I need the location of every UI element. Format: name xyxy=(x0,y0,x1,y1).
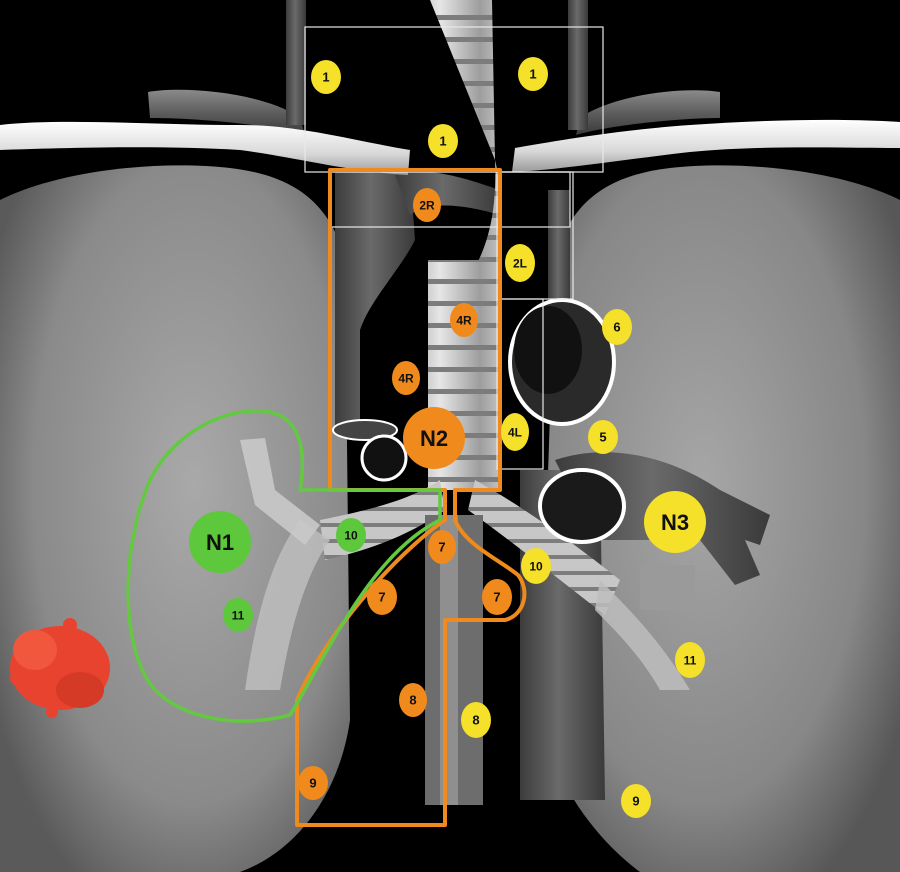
station-text: 1 xyxy=(439,134,446,149)
station-yellow-5: 5 xyxy=(588,420,618,454)
aortic-arch-inner xyxy=(514,306,582,394)
station-text: 2L xyxy=(513,256,527,270)
station-text: 1 xyxy=(529,67,536,82)
left-subclavian-vein xyxy=(576,90,720,135)
station-text: N3 xyxy=(661,510,689,535)
station-text: 4R xyxy=(456,313,472,327)
right-upper-bronchus xyxy=(240,438,320,545)
station-text: 11 xyxy=(232,608,245,622)
station-orange-8: 8 xyxy=(399,683,427,717)
station-green-n1: N1 xyxy=(189,511,251,573)
station-orange-7-right: 7 xyxy=(482,579,512,615)
station-marker xyxy=(413,188,441,222)
right-subclavian-vein xyxy=(148,89,305,135)
station-marker xyxy=(461,702,491,738)
station-text: 7 xyxy=(493,590,500,605)
station-marker xyxy=(644,491,706,553)
station-text: 5 xyxy=(599,430,606,445)
station-yellow-9: 9 xyxy=(621,784,651,818)
station-orange-2r: 2R xyxy=(413,188,441,222)
superior-vena-cava xyxy=(335,170,415,430)
station-yellow-6: 6 xyxy=(602,309,632,345)
station-yellow-1-right: 1 xyxy=(518,57,548,91)
station-text: 1 xyxy=(322,70,329,85)
station-green-11: 11 xyxy=(223,598,253,632)
station-marker xyxy=(428,530,456,564)
station-marker xyxy=(521,548,551,584)
station-text: 2R xyxy=(419,198,435,212)
station-text: 4L xyxy=(508,425,522,439)
right-pulmonary-artery-lumen xyxy=(360,434,408,482)
left-hilum-block xyxy=(640,565,695,610)
station-text: 6 xyxy=(613,320,620,335)
station-text: N2 xyxy=(420,426,448,451)
station-marker xyxy=(428,124,458,158)
station-text: 8 xyxy=(472,713,479,728)
left-jugular-vein xyxy=(568,0,588,130)
station-yellow-11: 11 xyxy=(675,642,705,678)
station-marker xyxy=(588,420,618,454)
station-text: 9 xyxy=(632,794,639,809)
station-marker xyxy=(482,579,512,615)
station-yellow-10: 10 xyxy=(521,548,551,584)
station-marker xyxy=(501,413,529,451)
pulmonary-artery-lumen xyxy=(538,468,626,544)
station-orange-7-center: 7 xyxy=(428,530,456,564)
left-lower-bronchus xyxy=(595,580,690,690)
station-marker xyxy=(367,579,397,615)
station-yellow-4l: 4L xyxy=(501,413,529,451)
tumor xyxy=(10,618,110,718)
station-marker xyxy=(189,511,251,573)
station-marker xyxy=(675,642,705,678)
station-text: 4R xyxy=(398,371,414,385)
station-text: 7 xyxy=(438,540,445,555)
station-marker xyxy=(399,683,427,717)
station-text: 9 xyxy=(309,776,316,791)
station-text: 10 xyxy=(344,528,358,542)
station-yellow-1-left: 1 xyxy=(311,60,341,94)
station-text: 8 xyxy=(409,693,416,708)
station-orange-7-left: 7 xyxy=(367,579,397,615)
station-yellow-n3: N3 xyxy=(644,491,706,553)
station-text: 7 xyxy=(378,590,385,605)
station-marker xyxy=(518,57,548,91)
station-marker xyxy=(621,784,651,818)
station-marker xyxy=(602,309,632,345)
station-yellow-1-center: 1 xyxy=(428,124,458,158)
station-orange-4r-upper: 4R xyxy=(450,303,478,337)
station-yellow-2l: 2L xyxy=(505,244,535,282)
station-marker xyxy=(311,60,341,94)
left-carotid-artery xyxy=(548,190,570,300)
station-4l-box xyxy=(496,298,544,470)
station-orange-9: 9 xyxy=(298,766,328,800)
left-main-bronchus xyxy=(468,480,620,615)
left-clavicle xyxy=(512,119,900,172)
station-marker xyxy=(403,407,465,469)
station-marker xyxy=(505,244,535,282)
station-orange-4r-lower: 4R xyxy=(392,361,420,395)
right-lower-bronchus xyxy=(245,520,330,690)
station-marker xyxy=(336,518,366,552)
station-text: N1 xyxy=(206,530,234,555)
station-marker xyxy=(450,303,478,337)
station-marker xyxy=(392,361,420,395)
station-marker xyxy=(223,598,253,632)
station-yellow-8: 8 xyxy=(461,702,491,738)
n2-region-outline xyxy=(295,168,527,827)
station-text: 10 xyxy=(529,559,543,573)
right-clavicle xyxy=(0,121,410,175)
station-green-10: 10 xyxy=(336,518,366,552)
station-orange-n2: N2 xyxy=(403,407,465,469)
station-marker xyxy=(298,766,328,800)
n1-region-outline xyxy=(126,409,442,723)
station-text: 11 xyxy=(684,653,697,667)
right-jugular-vein xyxy=(286,0,306,125)
